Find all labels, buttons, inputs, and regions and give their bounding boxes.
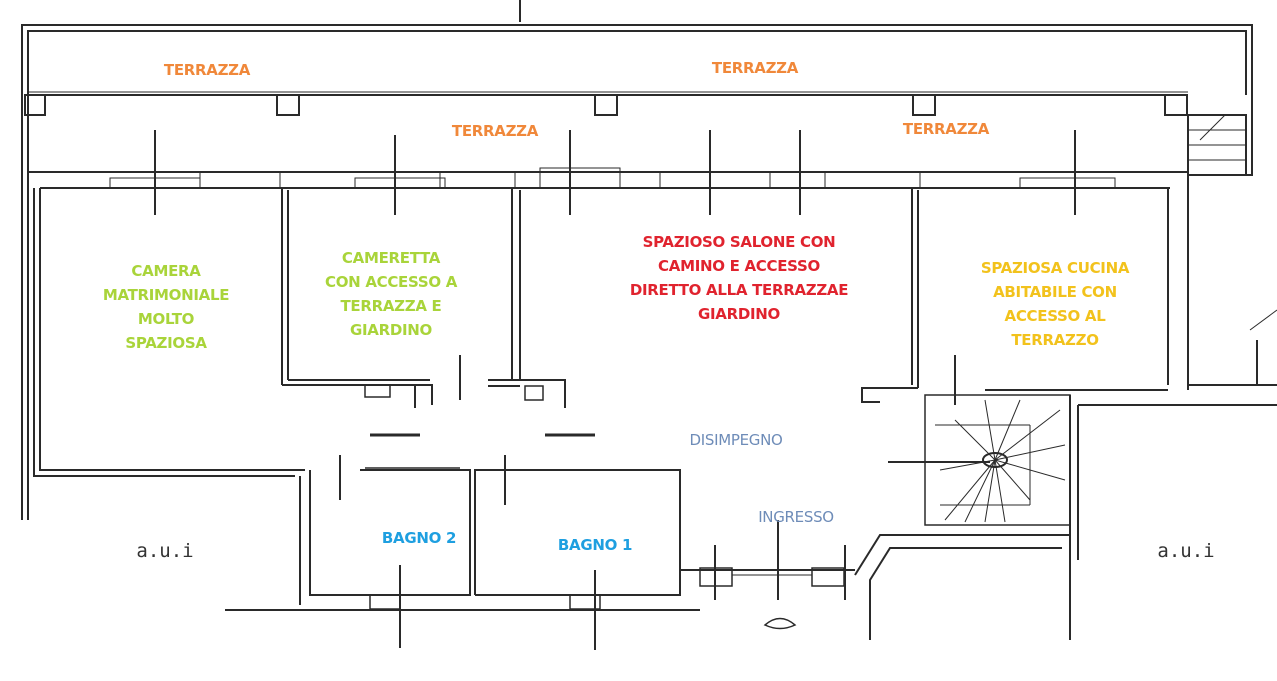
label-line: SPAZIOSA CUCINA [980,259,1130,277]
label-line: GIARDINO [350,321,432,339]
label-camera-matrimoniale: CAMERA MATRIMONIALE MOLTO SPAZIOSA [102,259,230,355]
label-terrazza-2: TERRAZZA [711,59,799,77]
label-line: ACCESSO AL [1004,307,1106,325]
label-line: DIRETTO ALLA TERRAZZAE [629,281,849,299]
label-salone: SPAZIOSO SALONE CON CAMINO E ACCESSO DIR… [629,230,849,326]
label-cameretta: CAMERETTA CON ACCESSO A TERRAZZA E GIARD… [325,246,457,342]
label-line: SPAZIOSA [125,334,207,352]
label-line: CAMERETTA [341,249,441,267]
label-line: TERRAZZA E [340,297,442,315]
label-cucina: SPAZIOSA CUCINA ABITABILE CON ACCESSO AL… [980,256,1130,352]
label-bagno-1: BAGNO 1 [557,536,633,554]
label-bagno-2: BAGNO 2 [381,529,457,547]
label-line: MATRIMONIALE [102,286,230,304]
label-terrazza-3: TERRAZZA [451,122,539,140]
label-other-unit-left: a.u.i [136,540,194,562]
label-terrazza-4: TERRAZZA [902,120,990,138]
label-line: CAMINO E ACCESSO [658,257,820,275]
label-terrazza-1: TERRAZZA [163,61,251,79]
label-other-unit-right: a.u.i [1157,540,1215,562]
label-line: CON ACCESSO A [324,273,458,291]
label-line: GIARDINO [698,305,780,323]
label-ingresso: INGRESSO [758,508,834,526]
label-line: ABITABILE CON [993,283,1117,301]
label-line: CAMERA [131,262,201,280]
label-line: MOLTO [137,310,195,328]
label-line: SPAZIOSO SALONE CON [642,233,836,251]
label-line: TERRAZZO [1011,331,1099,349]
label-disimpegno: DISIMPEGNO [689,431,783,449]
